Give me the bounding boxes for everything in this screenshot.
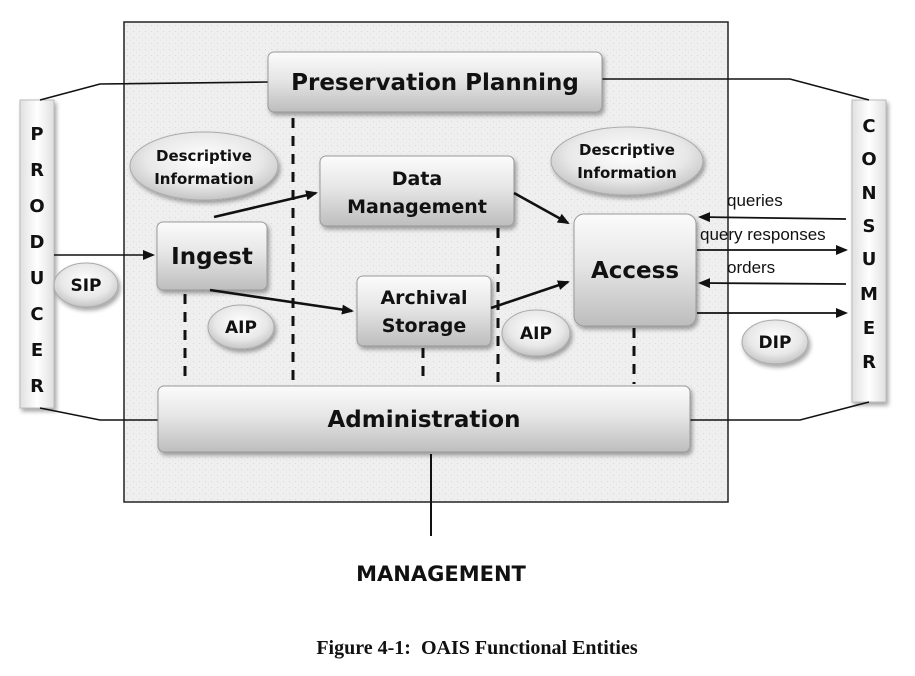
archival-storage-to-access-arrow	[490, 280, 570, 310]
data-management-label-line2: Management	[347, 196, 487, 218]
aip-right-ellipse: AIP	[501, 309, 571, 357]
administration-label: Administration	[328, 407, 521, 433]
archival-storage-label-line2: Storage	[382, 315, 467, 337]
archival-storage-box: Archival Storage	[356, 275, 492, 347]
ingest-to-data-management-arrow	[213, 190, 318, 219]
consumer-to-admin-line	[690, 401, 870, 421]
orders-label: orders	[727, 258, 775, 277]
management-label: MANAGEMENT	[356, 562, 526, 586]
producer-letter: P	[30, 124, 43, 145]
dip-ellipse: DIP	[741, 319, 809, 365]
producer-letter: R	[30, 160, 44, 181]
producer-letter: R	[30, 376, 44, 397]
consumer-letter: R	[862, 352, 876, 373]
preservation-planning-box: Preservation Planning	[267, 51, 603, 113]
queries-arrow	[698, 212, 847, 223]
descriptive-left-line2: Information	[154, 170, 254, 188]
producer-to-planning-line	[39, 81, 269, 101]
sip-ellipse: SIP	[53, 262, 119, 308]
sip-label: SIP	[70, 276, 101, 296]
consumer-letter: U	[862, 249, 877, 270]
archival-storage-label-line1: Archival	[380, 287, 467, 309]
aip-left-label: AIP	[225, 318, 257, 338]
consumer-to-planning-line	[602, 78, 870, 101]
aip-left-ellipse: AIP	[207, 304, 275, 350]
figure-caption: Figure 4-1: OAIS Functional Entities	[316, 637, 638, 659]
producer-letter: O	[29, 196, 44, 217]
producer-to-admin-line	[39, 407, 158, 421]
producer-bar: P R O D U C E R	[19, 99, 55, 409]
producer-letter: E	[31, 340, 43, 361]
consumer-letter: S	[863, 216, 876, 237]
descriptive-right-line2: Information	[577, 164, 677, 182]
descriptive-right-line1: Descriptive	[579, 141, 675, 159]
descriptive-information-right-ellipse: Descriptive Information	[550, 126, 704, 196]
query-responses-label: query responses	[700, 225, 826, 244]
consumer-bar: C O N S U M E R	[851, 99, 887, 403]
connector-lines	[39, 78, 870, 421]
consumer-letter: C	[862, 116, 875, 137]
ingest-to-archival-storage-arrow	[209, 288, 354, 315]
data-management-box: Data Management	[319, 155, 515, 227]
aip-right-label: AIP	[520, 324, 552, 344]
dip-label: DIP	[759, 333, 792, 353]
consumer-letter: M	[860, 284, 878, 305]
consumer-letter: N	[861, 183, 876, 204]
producer-letter: U	[30, 268, 45, 289]
data-management-to-access-arrow	[513, 191, 570, 225]
orders-arrow	[698, 278, 847, 289]
consumer-letter: E	[863, 318, 875, 339]
access-box: Access	[573, 213, 697, 327]
producer-letter: C	[30, 304, 43, 325]
ingest-box: Ingest	[156, 221, 268, 291]
consumer-letter: O	[861, 149, 876, 170]
flow-arrows	[54, 190, 848, 318]
preservation-planning-label: Preservation Planning	[291, 70, 579, 96]
producer-letter: D	[30, 232, 45, 253]
data-management-label-line1: Data	[392, 168, 443, 190]
descriptive-left-line1: Descriptive	[156, 147, 252, 165]
ingest-label: Ingest	[171, 244, 253, 270]
queries-label: queries	[727, 191, 783, 210]
access-label: Access	[591, 258, 679, 284]
descriptive-information-left-ellipse: Descriptive Information	[129, 131, 279, 201]
administration-box: Administration	[157, 385, 691, 453]
